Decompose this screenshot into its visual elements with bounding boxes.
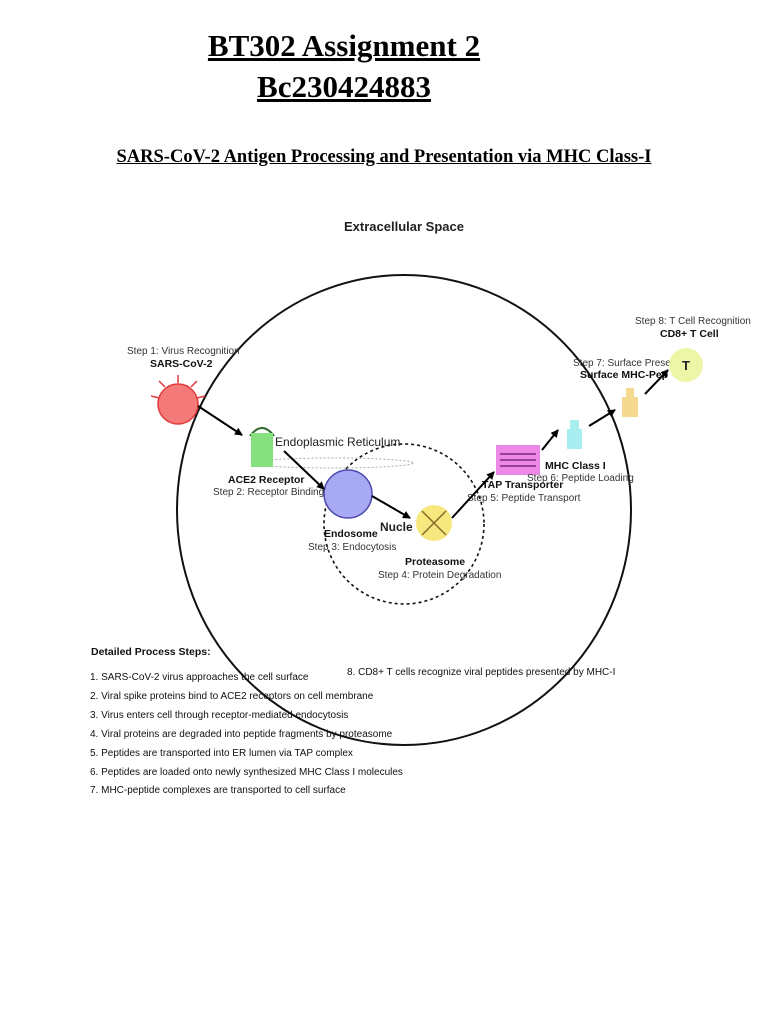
tap-step-label: Step 5: Peptide Transport <box>467 493 581 504</box>
document-title-line-1: BT302 Assignment 2 <box>207 28 481 63</box>
detail-step-2: 2. Viral spike proteins bind to ACE2 rec… <box>90 691 374 702</box>
tap-name-label: TAP Transporter <box>482 479 563 491</box>
arrow-virus-to-ace2 <box>197 405 243 436</box>
document-title-line-2: Bc230424883 <box>257 69 431 104</box>
tap-transporter-icon <box>496 445 540 475</box>
cd8-t-cell-icon <box>669 348 703 382</box>
antigen-processing-diagram: Extracellular Space Nucle Endoplasmic Re… <box>90 219 751 796</box>
ace2-step-label: Step 2: Receptor Binding <box>213 487 324 498</box>
proteasome-icon <box>416 505 452 541</box>
mhc-class-i-icon <box>567 420 582 449</box>
proteasome-step-label: Step 4: Protein Degradation <box>378 570 501 581</box>
arrow-surface-to-tcell <box>644 369 669 395</box>
ace2-receptor-icon <box>249 427 275 467</box>
ace2-name-label: ACE2 Receptor <box>228 474 304 486</box>
tcell-symbol: T <box>682 358 690 373</box>
cell-membrane <box>176 274 632 746</box>
proteasome-name-label: Proteasome <box>405 556 465 568</box>
details-heading: Detailed Process Steps: <box>91 646 211 658</box>
detail-step-6: 6. Peptides are loaded onto newly synthe… <box>90 767 403 778</box>
endosome-icon <box>323 469 373 519</box>
mhc-step-label: Step 6: Peptide Loading <box>527 473 634 484</box>
process-arrows <box>197 369 669 519</box>
detail-step-3: 3. Virus enters cell through receptor-me… <box>90 710 348 721</box>
arrow-ace2-to-endosome <box>283 450 325 490</box>
arrow-tap-to-mhc <box>541 429 559 451</box>
tcell-name-label: CD8+ T Cell <box>660 328 719 340</box>
extracellular-label: Extracellular Space <box>344 219 464 234</box>
tcell-step-label: Step 8: T Cell Recognition <box>635 316 751 327</box>
virus-name-label: SARS-CoV-2 <box>150 358 213 370</box>
surface-step-label: Step 7: Surface Presenta <box>573 358 685 369</box>
endosome-name-label: Endosome <box>324 528 378 540</box>
detail-step-4: 4. Viral proteins are degraded into pept… <box>90 729 393 740</box>
er-label: Endoplasmic Reticulum <box>275 435 400 449</box>
detail-step-1: 1. SARS-CoV-2 virus approaches the cell … <box>90 672 309 683</box>
arrow-proteasome-to-tap <box>451 471 495 519</box>
detail-step-7: 7. MHC-peptide complexes are transported… <box>90 785 346 796</box>
endoplasmic-reticulum <box>252 457 414 469</box>
surface-mhc-peptide-icon <box>622 388 638 417</box>
arrow-endosome-to-proteasome <box>371 495 411 519</box>
virus-icon <box>150 375 206 425</box>
nucleus-label: Nucle <box>380 520 413 534</box>
endosome-step-label: Step 3: Endocytosis <box>308 542 396 553</box>
nucleus <box>323 443 485 605</box>
arrow-mhc-to-surface <box>588 409 616 427</box>
surface-name-label: Surface MHC-Pep <box>580 369 668 381</box>
virus-step-label: Step 1: Virus Recognition <box>127 346 240 357</box>
detail-step-5: 5. Peptides are transported into ER lume… <box>90 748 353 759</box>
mhc-name-label: MHC Class I <box>545 460 606 472</box>
document-subtitle: SARS-CoV-2 Antigen Processing and Presen… <box>116 147 652 167</box>
step8-description: 8. CD8+ T cells recognize viral peptides… <box>347 667 615 678</box>
